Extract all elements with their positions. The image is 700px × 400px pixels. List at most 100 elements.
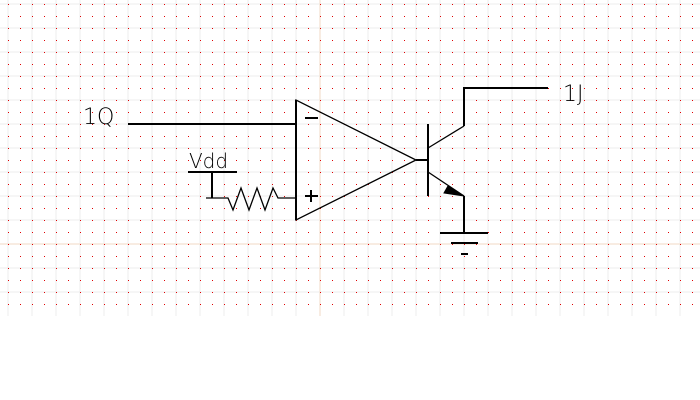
grid-dot xyxy=(344,148,345,149)
grid-dot xyxy=(608,52,609,53)
grid-dot xyxy=(356,52,357,53)
input-net-label[interactable]: 1Q xyxy=(83,105,114,130)
grid-dot xyxy=(56,160,57,161)
grid-dot xyxy=(344,184,345,185)
grid-dot xyxy=(656,244,657,245)
output-transistor[interactable] xyxy=(416,124,465,197)
grid-dot xyxy=(332,124,333,125)
grid-dot xyxy=(164,28,165,29)
grid-dot xyxy=(632,28,633,29)
grid-dot xyxy=(356,304,357,305)
grid-dot xyxy=(356,172,357,173)
grid-dot xyxy=(548,292,549,293)
vdd-supply[interactable] xyxy=(188,171,237,198)
grid-dot xyxy=(20,196,21,197)
grid-dot xyxy=(368,40,369,41)
grid-dot xyxy=(392,220,393,221)
grid-dot xyxy=(644,280,645,281)
grid-dot xyxy=(116,268,117,269)
grid-dot xyxy=(56,196,57,197)
grid-dot xyxy=(476,292,477,293)
grid-dot xyxy=(80,148,81,149)
grid-dot xyxy=(248,4,249,5)
grid-dot xyxy=(56,112,57,113)
grid-dot xyxy=(476,4,477,5)
grid-dot xyxy=(644,292,645,293)
grid-dot xyxy=(356,196,357,197)
grid-dot xyxy=(56,124,57,125)
grid-dot xyxy=(380,88,381,89)
grid-dot xyxy=(416,256,417,257)
grid-dot xyxy=(272,196,273,197)
grid-dot xyxy=(272,76,273,77)
grid-dot xyxy=(320,64,321,65)
grid-dot xyxy=(476,184,477,185)
grid-dot xyxy=(380,268,381,269)
grid-dot xyxy=(416,184,417,185)
grid-dot xyxy=(344,196,345,197)
grid-dot xyxy=(152,28,153,29)
op-amp[interactable] xyxy=(295,98,418,222)
grid-dot xyxy=(344,220,345,221)
grid-dot xyxy=(464,304,465,305)
grid-dot xyxy=(236,220,237,221)
grid-dot xyxy=(32,16,33,17)
grid-dot xyxy=(596,256,597,257)
vdd-label[interactable]: Vdd xyxy=(189,149,228,173)
grid-dot xyxy=(692,304,693,305)
grid-dot xyxy=(80,40,81,41)
grid-dot xyxy=(644,136,645,137)
output-net-label[interactable]: 1J xyxy=(563,82,584,107)
grid-dot xyxy=(44,88,45,89)
grid-dot xyxy=(332,160,333,161)
grid-dot xyxy=(224,64,225,65)
grid-dot xyxy=(392,76,393,77)
pull-up-resistor[interactable] xyxy=(206,186,296,212)
grid-dot xyxy=(80,208,81,209)
grid-dot xyxy=(656,220,657,221)
grid-dot xyxy=(332,208,333,209)
grid-dot xyxy=(500,220,501,221)
grid-dot xyxy=(476,40,477,41)
grid-dot xyxy=(56,268,57,269)
grid-dot xyxy=(572,304,573,305)
grid-dot xyxy=(20,160,21,161)
grid-dot xyxy=(524,220,525,221)
grid-dot xyxy=(320,148,321,149)
grid-dot xyxy=(548,28,549,29)
grid-dot xyxy=(524,148,525,149)
grid-dot xyxy=(632,208,633,209)
grid-dot xyxy=(692,88,693,89)
ground-symbol[interactable] xyxy=(440,232,488,255)
grid-dot xyxy=(476,172,477,173)
grid-dot xyxy=(548,124,549,125)
grid-dot xyxy=(500,196,501,197)
output-wire[interactable] xyxy=(463,87,548,126)
grid-dot xyxy=(20,88,21,89)
grid-dot xyxy=(200,28,201,29)
grid-dot xyxy=(332,244,333,245)
grid-dot xyxy=(116,232,117,233)
grid-dot xyxy=(524,172,525,173)
grid-dot xyxy=(644,76,645,77)
grid-dot xyxy=(248,244,249,245)
grid-dot xyxy=(284,304,285,305)
grid-dot xyxy=(44,208,45,209)
grid-dot xyxy=(536,220,537,221)
grid-dot xyxy=(680,112,681,113)
grid-dot xyxy=(8,304,9,305)
grid-dot xyxy=(536,244,537,245)
grid-dot xyxy=(320,88,321,89)
grid-dot xyxy=(572,220,573,221)
grid-dot xyxy=(128,76,129,77)
grid-dot xyxy=(476,304,477,305)
grid-dot xyxy=(572,244,573,245)
grid-dot xyxy=(404,172,405,173)
grid-dot xyxy=(188,4,189,5)
grid-dot xyxy=(68,64,69,65)
grid-dot xyxy=(332,88,333,89)
grid-dot xyxy=(548,100,549,101)
grid-dot xyxy=(560,40,561,41)
grid-dot xyxy=(176,136,177,137)
